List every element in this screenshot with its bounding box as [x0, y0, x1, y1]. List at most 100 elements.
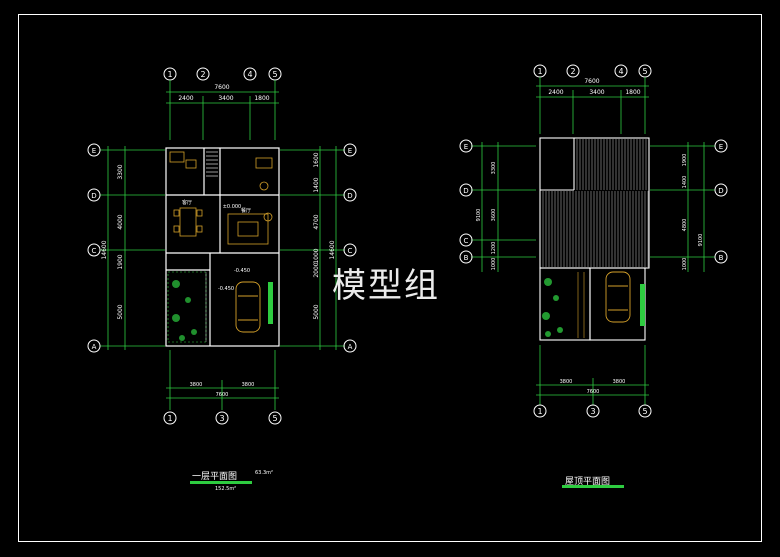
axis-label: 1 — [167, 70, 172, 79]
dimension: 3800 — [613, 379, 626, 385]
title-underline — [562, 485, 624, 488]
axis-label: 3 — [590, 407, 595, 416]
dimension: 1400 — [313, 177, 320, 192]
level-label: -0.450 — [218, 286, 234, 292]
roof-outline — [539, 137, 650, 341]
dimension: 3400 — [589, 89, 604, 96]
axis-label: 1 — [537, 67, 542, 76]
dimension: 1800 — [254, 95, 269, 102]
dimension: 1000 — [682, 258, 688, 271]
axis-label: D — [91, 192, 96, 200]
staircase — [206, 151, 218, 177]
plan-title-first-floor: 一层平面图 — [192, 472, 238, 482]
dimension: 4700 — [313, 214, 320, 229]
dimension-total: 9100 — [476, 209, 482, 222]
axis-label: 5 — [272, 70, 277, 79]
axis-label: E — [348, 147, 352, 155]
fixtures — [169, 151, 273, 191]
axis-marker-4 — [243, 67, 257, 81]
dimension: 2400 — [178, 95, 193, 102]
plan-title-roof: 屋顶平面图 — [565, 477, 611, 487]
garden — [167, 271, 207, 343]
dimension: 4800 — [682, 219, 688, 232]
axis-label: 5 — [642, 67, 647, 76]
dimension: 2000 — [313, 262, 320, 277]
dimension: 1000 — [313, 248, 320, 263]
axis-label: 3 — [219, 414, 224, 423]
axis-marker-E — [714, 139, 728, 153]
axis-label: 1 — [167, 414, 172, 423]
dimension: 2400 — [548, 89, 563, 96]
level-label: ±0.000 — [223, 204, 242, 210]
car — [235, 281, 261, 333]
axis-marker-5 — [268, 411, 282, 425]
axis-label: B — [464, 254, 469, 262]
axis-marker-B — [714, 250, 728, 264]
axis-marker-D — [87, 188, 101, 202]
dimension: 1800 — [625, 89, 640, 96]
axis-marker-E — [343, 143, 357, 157]
level-label: -0.450 — [234, 268, 250, 274]
axis-marker-B — [459, 250, 473, 264]
dimension-total: 7600 — [214, 84, 229, 91]
axis-marker-4 — [614, 64, 628, 78]
axis-marker-C — [459, 233, 473, 247]
dimension-total: 14600 — [101, 240, 108, 259]
axis-marker-5 — [638, 404, 652, 418]
dimension: 1600 — [313, 152, 320, 167]
dimension: 1900 — [682, 154, 688, 167]
dimension: 3300 — [117, 164, 124, 179]
axis-marker-2 — [566, 64, 580, 78]
axis-marker-1 — [163, 411, 177, 425]
axis-marker-1 — [533, 404, 547, 418]
axis-marker-3 — [215, 411, 229, 425]
axis-label: 4 — [618, 67, 623, 76]
axis-label: 4 — [247, 70, 252, 79]
axis-label: E — [464, 143, 468, 151]
axis-label: 2 — [570, 67, 575, 76]
dimension: 3300 — [491, 162, 497, 175]
axis-marker-D — [459, 183, 473, 197]
dimension: 1000 — [491, 258, 497, 271]
dimension: 5000 — [117, 304, 124, 319]
title-underline — [190, 481, 252, 484]
dimension: 1400 — [682, 176, 688, 189]
dimension-total: 14600 — [329, 240, 336, 259]
axis-label: E — [719, 143, 723, 151]
axis-label: C — [464, 237, 469, 245]
first-floor-plan: 1 2 4 5 7600 2400 3400 1800 — [87, 67, 357, 425]
total-area-note: 152.5m² — [215, 486, 237, 492]
building-walls — [165, 147, 280, 347]
drawing-frame — [18, 14, 762, 542]
car — [605, 271, 631, 323]
axis-label: B — [719, 254, 724, 262]
roof-plan: 1 2 4 5 7600 2400 3400 1800 — [459, 64, 728, 418]
dimension: 3800 — [560, 379, 573, 385]
hedge — [640, 284, 645, 326]
axis-marker-2 — [196, 67, 210, 81]
living-sofa — [227, 212, 273, 245]
dimension: 3800 — [242, 382, 255, 388]
axis-label: 5 — [642, 407, 647, 416]
axis-label: 5 — [272, 414, 277, 423]
axis-label: E — [92, 147, 96, 155]
dimension-total: 9100 — [698, 234, 704, 247]
axis-label: D — [718, 187, 723, 195]
axis-marker-E — [459, 139, 473, 153]
dimension: 1900 — [117, 254, 124, 269]
dining-table — [173, 207, 203, 237]
dimension-total: 7600 — [216, 392, 229, 398]
axis-label: C — [348, 247, 353, 255]
dimension: 1200 — [491, 242, 497, 255]
dimension: 5000 — [313, 304, 320, 319]
room-label: 客厅 — [182, 199, 192, 206]
dimension: 3400 — [218, 95, 233, 102]
axis-label: D — [463, 187, 468, 195]
axis-marker-3 — [586, 404, 600, 418]
axis-label: A — [92, 343, 97, 351]
dimension: 3800 — [190, 382, 203, 388]
axis-label: A — [348, 343, 353, 351]
axis-marker-C — [343, 243, 357, 257]
axis-marker-A — [343, 339, 357, 353]
